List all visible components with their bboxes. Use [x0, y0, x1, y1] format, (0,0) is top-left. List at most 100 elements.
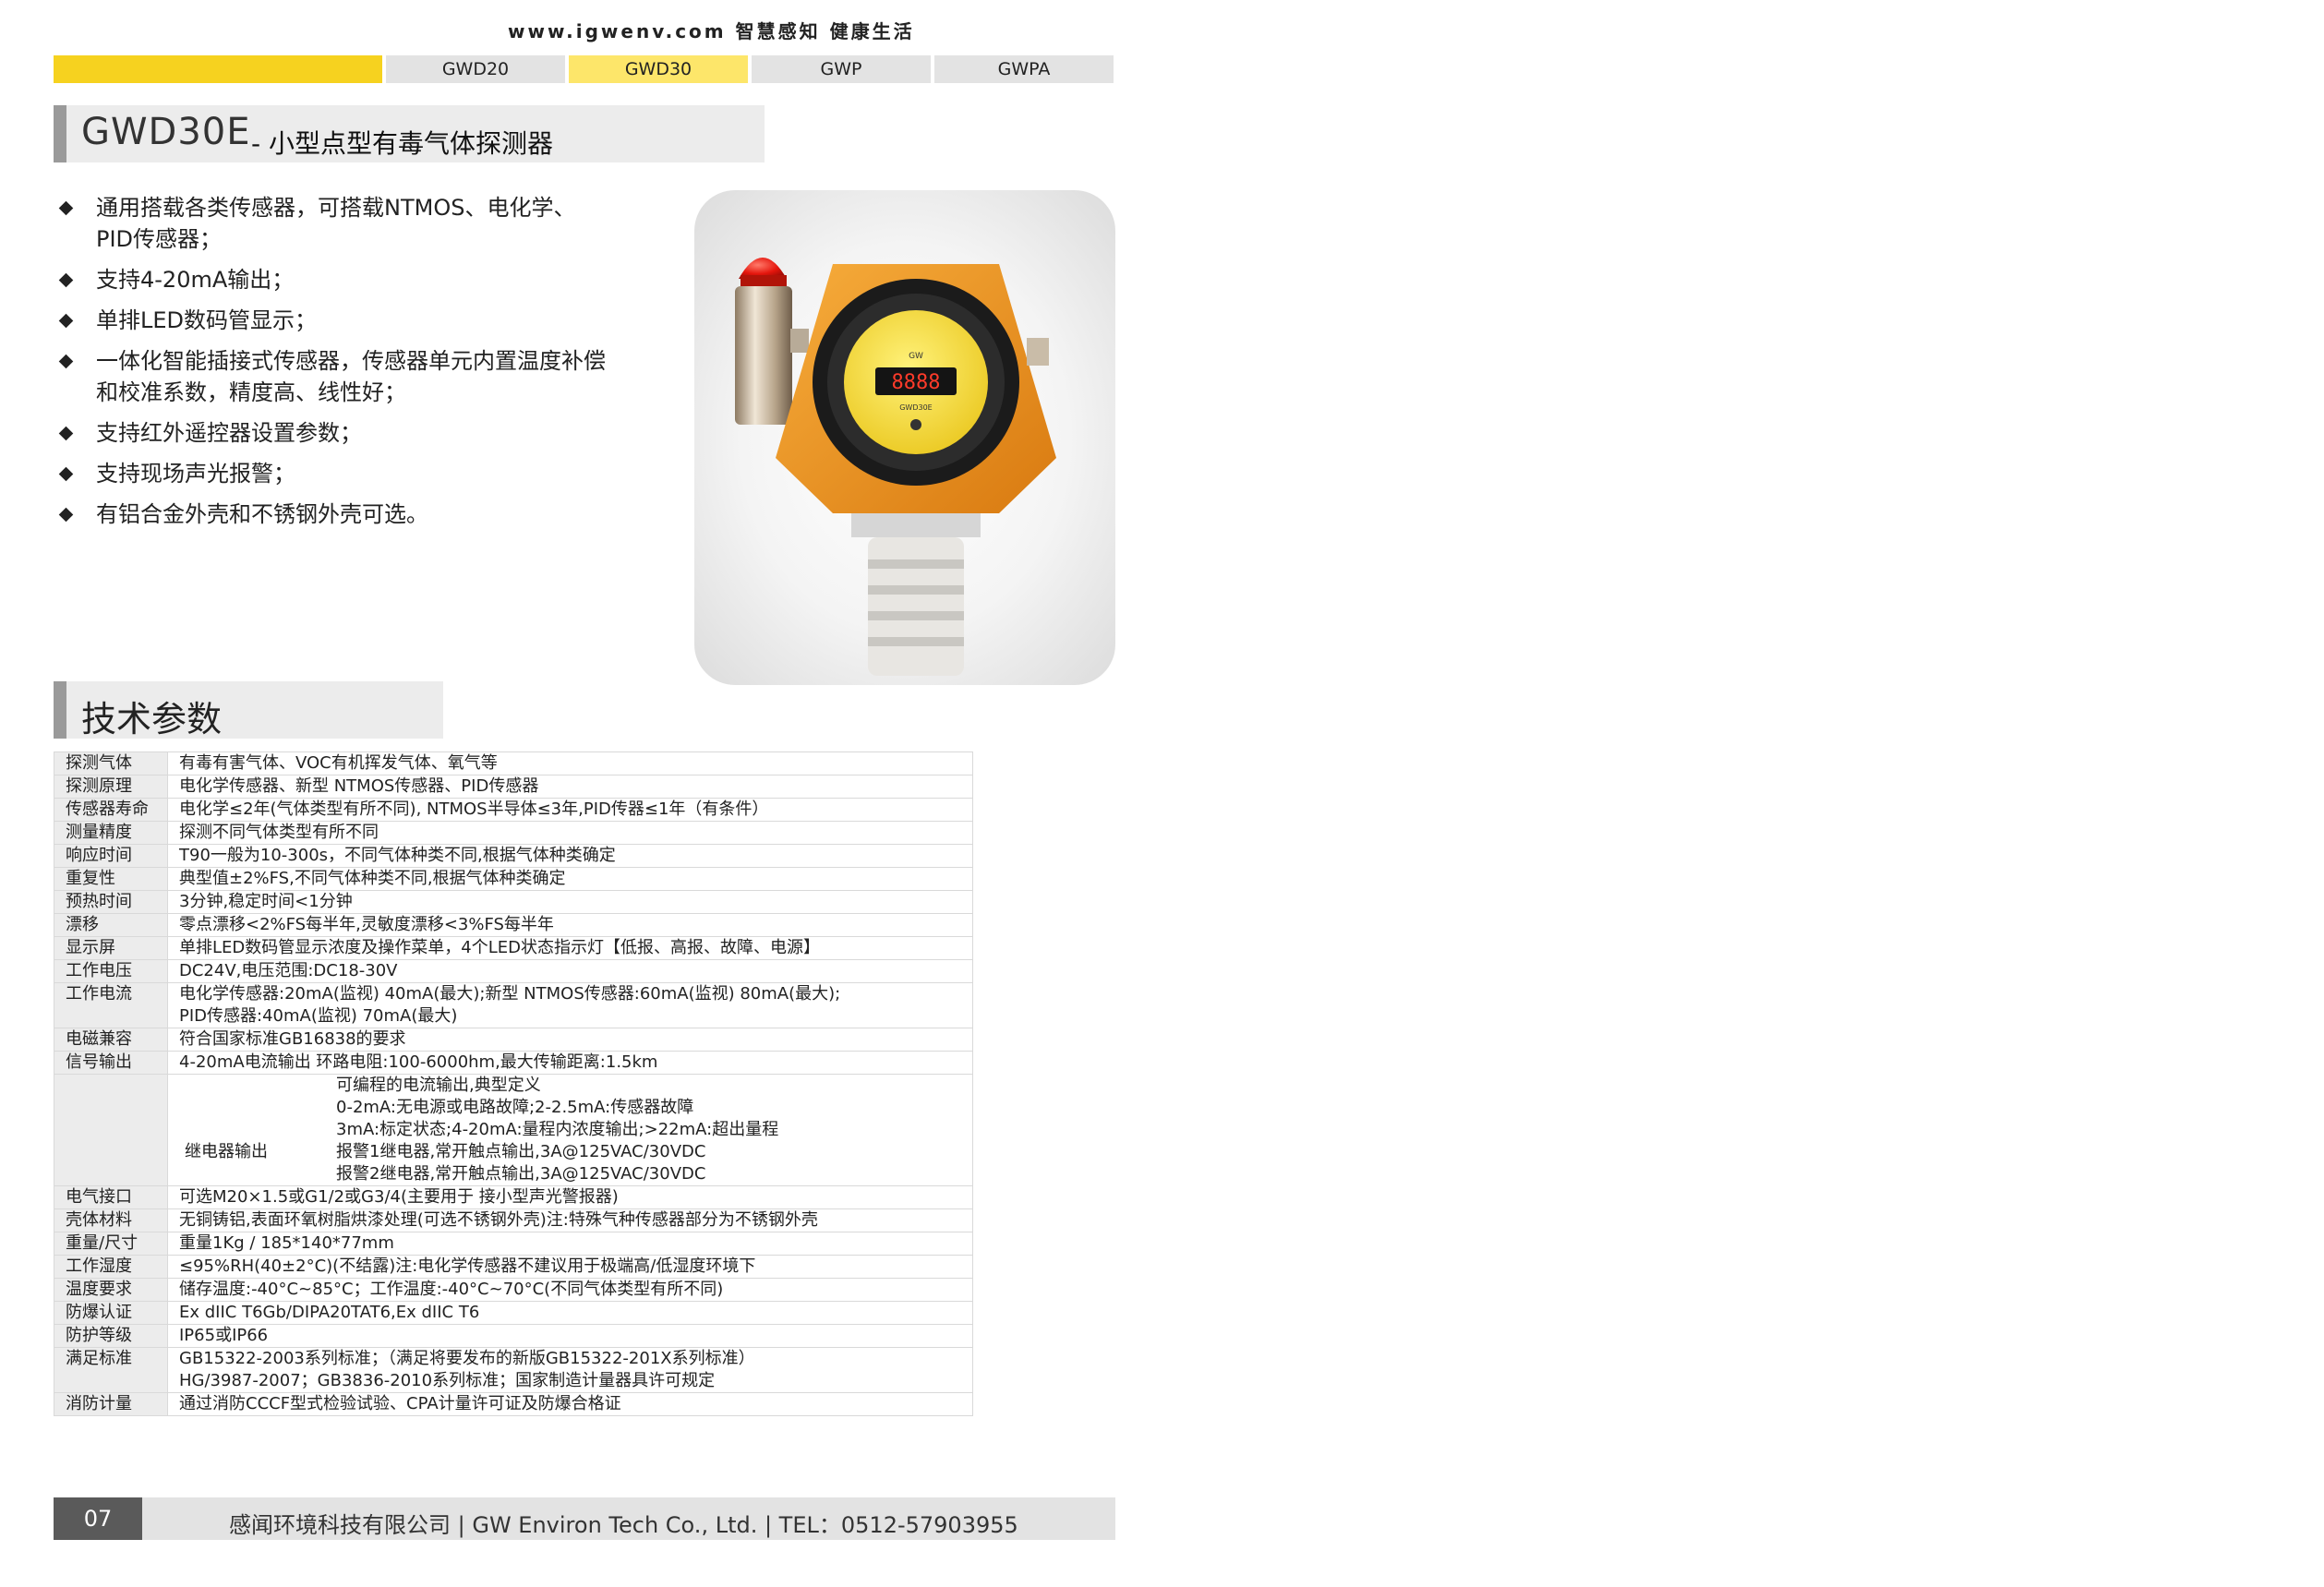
- diamond-bullet-icon: [58, 313, 74, 329]
- tab-gwd20[interactable]: GWD20: [386, 55, 565, 83]
- spec-key: 电磁兼容: [54, 1028, 168, 1052]
- spec-key: 信号输出: [54, 1051, 168, 1075]
- ir-receiver-shape: [910, 419, 921, 430]
- spec-value: 重量1Kg / 185*140*77mm: [167, 1232, 973, 1256]
- panel-brand: GW: [909, 352, 923, 361]
- spec-key: 工作湿度: [54, 1255, 168, 1279]
- feature-item: 有铝合金外壳和不锈钢外壳可选。: [57, 499, 648, 530]
- table-row: 测量精度探测不同气体类型有所不同: [54, 821, 973, 845]
- tab-gwd30[interactable]: GWD30: [569, 55, 748, 83]
- spec-value: 储存温度:-40°C~85°C；工作温度:-40°C~70°C(不同气体类型有所…: [167, 1278, 973, 1302]
- spec-table: 探测气体有毒有害气体、VOC有机挥发气体、氧气等 探测原理电化学传感器、新型 N…: [54, 751, 973, 1416]
- feature-text: 支持现场声光报警；: [96, 461, 295, 487]
- spec-value: 零点漂移<2%FS每半年,灵敏度漂移<3%FS每半年: [167, 913, 973, 937]
- spec-value: 3分钟,稳定时间<1分钟: [167, 890, 973, 914]
- spec-key: 探测原理: [54, 775, 168, 799]
- spec-value: IP65或IP66: [167, 1324, 973, 1348]
- feature-text-cont: PID传感器；: [96, 226, 223, 252]
- feature-text-cont: 和校准系数，精度高、线性好；: [96, 379, 406, 405]
- product-subtitle: - 小型点型有毒气体探测器: [251, 128, 554, 159]
- table-row: 探测气体有毒有害气体、VOC有机挥发气体、氧气等: [54, 751, 973, 775]
- site-tagline: www.igwenv.com 智慧感知 健康生活: [508, 20, 915, 42]
- diamond-bullet-icon: [58, 507, 74, 523]
- spec-value-line: HG/3987-2007；GB3836-2010系列标准；国家制造计量器具许可规…: [179, 1371, 716, 1390]
- spec-key: 防护等级: [54, 1324, 168, 1348]
- feature-text: 单排LED数码管显示；: [96, 307, 318, 333]
- spec-value: 电化学传感器:20mA(监视) 40mA(最大);新型 NTMOS传感器:60m…: [167, 982, 973, 1028]
- spec-key: 探测气体: [54, 751, 168, 775]
- feature-item: 支持4-20mA输出；: [57, 264, 648, 295]
- relay-line: 报警1继电器,常开触点输出,3A@125VAC/30VDC: [336, 1142, 706, 1161]
- panel-model: GWD30E: [899, 403, 933, 412]
- spec-key: 工作电压: [54, 959, 168, 983]
- spec-value: 有毒有害气体、VOC有机挥发气体、氧气等: [167, 751, 973, 775]
- sounder-housing-shape: [735, 286, 792, 425]
- feature-item: 单排LED数码管显示；: [57, 305, 648, 336]
- feature-text: 有铝合金外壳和不锈钢外壳可选。: [96, 501, 428, 527]
- spec-value: 4-20mA电流输出 环路电阻:100-6000hm,最大传输距离:1.5km: [167, 1051, 973, 1075]
- feature-item: 一体化智能插接式传感器，传感器单元内置温度补偿和校准系数，精度高、线性好；: [57, 345, 648, 408]
- spec-value: 电化学≤2年(气体类型有所不同), NTMOS半导体≤3年,PID传器≤1年（有…: [167, 798, 973, 822]
- spec-value-line: GB15322-2003系列标准；（满足将要发布的新版GB15322-201X系…: [179, 1349, 755, 1368]
- spec-key: 温度要求: [54, 1278, 168, 1302]
- spec-key: 显示屏: [54, 936, 168, 960]
- table-row: 工作湿度≤95%RH(40±2°C)(不结露)注:电化学传感器不建议用于极端高/…: [54, 1255, 973, 1279]
- table-row: 继电器输出 可编程的电流输出,典型定义 0-2mA:无电源或电路故障;2-2.5…: [54, 1074, 973, 1186]
- tab-gwp[interactable]: GWP: [752, 55, 931, 83]
- footer-company-info: 感闻环境科技有限公司 | GW Environ Tech Co., Ltd. |…: [229, 1512, 1018, 1538]
- relay-line: 0-2mA:无电源或电路故障;2-2.5mA:传感器故障: [336, 1098, 694, 1117]
- diamond-bullet-icon: [58, 426, 74, 441]
- spec-value-line: 电化学传感器:20mA(监视) 40mA(最大);新型 NTMOS传感器:60m…: [179, 984, 841, 1004]
- feature-text: 一体化智能插接式传感器，传感器单元内置温度补偿: [96, 348, 606, 374]
- spec-value: 通过消防CCCF型式检验试验、CPA计量许可证及防爆合格证: [167, 1392, 973, 1416]
- spec-value: 探测不同气体类型有所不同: [167, 821, 973, 845]
- gas-detector-image: 8888 GW GWD30E: [735, 258, 1056, 676]
- spec-key: 重量/尺寸: [54, 1232, 168, 1256]
- spec-key: 工作电流: [54, 982, 168, 1028]
- relay-line: 可编程的电流输出,典型定义: [336, 1076, 541, 1095]
- feature-text: 通用搭载各类传感器，可搭载NTMOS、电化学、: [96, 195, 576, 221]
- spec-title: 技术参数: [81, 699, 223, 739]
- series-nav: GWD20 GWD30 GWP GWPA: [54, 55, 1115, 83]
- spec-value: Ex dIIC T6Gb/DIPA20TAT6,Ex dIIC T6: [167, 1301, 973, 1325]
- spec-key: 重复性: [54, 867, 168, 891]
- spec-value: 符合国家标准GB16838的要求: [167, 1028, 973, 1052]
- relay-lines: 可编程的电流输出,典型定义 0-2mA:无电源或电路故障;2-2.5mA:传感器…: [336, 1076, 779, 1185]
- led-digits: 8888: [892, 371, 941, 394]
- spec-value: ≤95%RH(40±2°C)(不结露)注:电化学传感器不建议用于极端高/低湿度环…: [167, 1255, 973, 1279]
- spec-key: 预热时间: [54, 890, 168, 914]
- spec-key: 电气接口: [54, 1185, 168, 1209]
- feature-text: 支持4-20mA输出；: [96, 267, 295, 293]
- spec-key: 测量精度: [54, 821, 168, 845]
- page-number: 07: [54, 1497, 142, 1540]
- relay-line: 3mA:标定状态;4-20mA:量程内浓度输出;>22mA:超出量程: [336, 1120, 779, 1139]
- spec-key-empty: [54, 1074, 168, 1186]
- spec-value: 典型值±2%FS,不同气体种类不同,根据气体种类确定: [167, 867, 973, 891]
- led-display-shape: [875, 367, 957, 395]
- page-footer: 07 感闻环境科技有限公司 | GW Environ Tech Co., Ltd…: [54, 1497, 1115, 1540]
- product-header: GWD30E - 小型点型有毒气体探测器: [54, 105, 765, 162]
- spec-key: 传感器寿命: [54, 798, 168, 822]
- table-row: 电磁兼容符合国家标准GB16838的要求: [54, 1028, 973, 1052]
- tab-gwpa[interactable]: GWPA: [934, 55, 1114, 83]
- diamond-bullet-icon: [58, 272, 74, 288]
- feature-item: 通用搭载各类传感器，可搭载NTMOS、电化学、 PID传感器；: [57, 192, 648, 255]
- header-accent-bar: [54, 105, 66, 162]
- spec-key: 满足标准: [54, 1347, 168, 1393]
- relay-block: 继电器输出 可编程的电流输出,典型定义 0-2mA:无电源或电路故障;2-2.5…: [179, 1076, 972, 1185]
- table-row: 探测原理电化学传感器、新型 NTMOS传感器、PID传感器: [54, 775, 973, 799]
- spec-key: 漂移: [54, 913, 168, 937]
- diamond-bullet-icon: [58, 200, 74, 216]
- table-row: 传感器寿命电化学≤2年(气体类型有所不同), NTMOS半导体≤3年,PID传器…: [54, 798, 973, 822]
- spec-value: 单排LED数码管显示浓度及操作菜单，4个LED状态指示灯【低报、高报、故障、电源…: [167, 936, 973, 960]
- feature-text: 支持红外遥控器设置参数；: [96, 420, 362, 446]
- table-row: 工作电流电化学传感器:20mA(监视) 40mA(最大);新型 NTMOS传感器…: [54, 982, 973, 1028]
- table-row: 壳体材料无铜铸铝,表面环氧树脂烘漆处理(可选不锈钢外壳)注:特殊气种传感器部分为…: [54, 1208, 973, 1232]
- relay-line: 报警2继电器,常开触点输出,3A@125VAC/30VDC: [336, 1164, 706, 1184]
